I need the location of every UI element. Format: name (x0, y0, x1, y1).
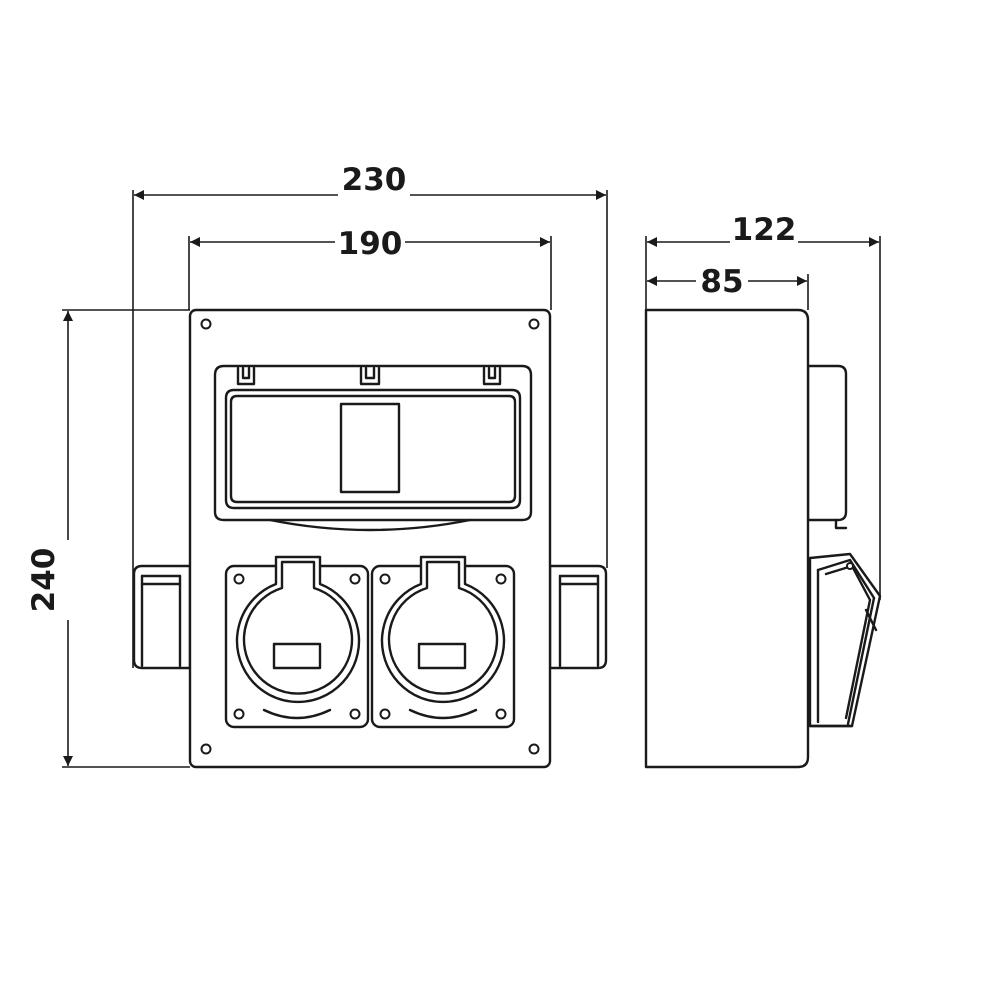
side-socket (808, 552, 882, 728)
height-label: 240 (26, 548, 62, 613)
breaker-handle (339, 402, 401, 494)
screw-bottom-left (200, 743, 212, 755)
side-breaker-cover (806, 364, 848, 522)
right-cable-gland (548, 564, 608, 670)
dimension-overall-depth: 122 (645, 212, 881, 600)
side-body (644, 308, 810, 769)
left-cable-gland (132, 564, 192, 670)
overall-width-label: 230 (342, 162, 407, 198)
breaker-window (213, 364, 533, 532)
dimension-body-width: 190 (188, 226, 552, 310)
body-width-label: 190 (338, 226, 403, 262)
dimension-height: 240 (26, 309, 190, 768)
socket-right (370, 555, 516, 729)
screw-bottom-right (528, 743, 540, 755)
front-view (132, 308, 608, 769)
screw-top-left (200, 318, 212, 330)
side-view (644, 308, 882, 769)
screw-top-right (528, 318, 540, 330)
body-depth-label: 85 (700, 264, 743, 300)
socket-left (224, 555, 370, 729)
dimension-body-depth: 85 (647, 264, 809, 310)
overall-depth-label: 122 (732, 212, 797, 248)
socket-left-label-plate (272, 642, 322, 670)
socket-right-label-plate (417, 642, 467, 670)
